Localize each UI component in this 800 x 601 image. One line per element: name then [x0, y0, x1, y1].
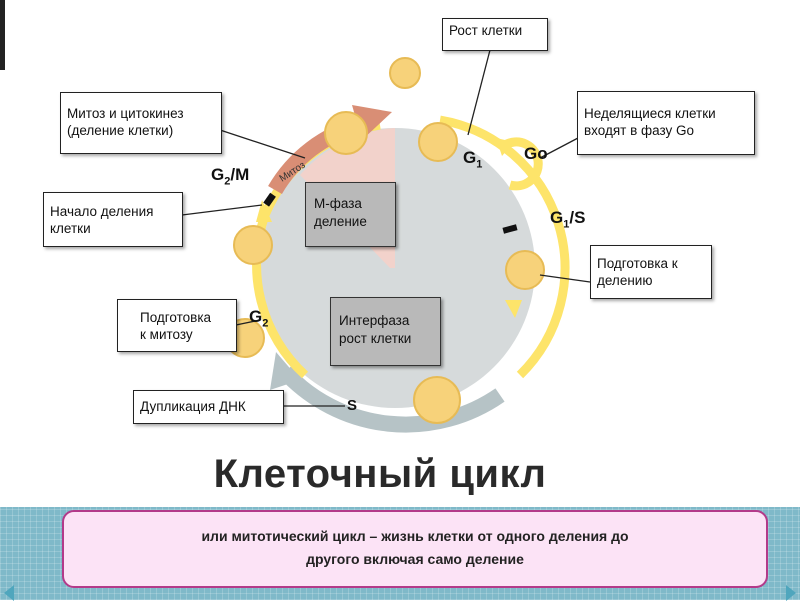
callout-prep-mitosis: Подготовка к митозу	[117, 299, 237, 352]
callout-prep-mitosis-line-2: к митозу	[140, 327, 193, 342]
callout-mitosis-line-1: Митоз и цитокинез	[67, 106, 184, 121]
forward-arrow-icon[interactable]	[786, 585, 796, 601]
g2m-mark: G2/M	[211, 165, 250, 188]
cell	[418, 122, 458, 162]
interphase-box-line-2: рост клетки	[339, 331, 412, 346]
back-arrow-icon[interactable]	[4, 585, 14, 601]
callout-prep-division: Подготовка к делению	[590, 245, 712, 299]
callout-prep-division-line-1: Подготовка к	[597, 256, 678, 271]
callout-dna-duplication: Дупликация ДНК	[133, 390, 284, 424]
leader-line	[235, 319, 261, 326]
ring-arrowhead-left	[256, 200, 272, 222]
ring-arrowhead-right	[505, 300, 522, 318]
callout-division-start-line-2: клетки	[50, 221, 91, 236]
m-phase-box: М-фаза деление	[305, 182, 396, 247]
checkpoint-g1s	[502, 224, 518, 234]
callout-growth-line: Рост клетки	[449, 23, 523, 38]
g1-mark: G1	[463, 148, 483, 171]
caption-box: или митотический цикл – жизнь клетки от …	[62, 510, 768, 588]
go-loop	[502, 137, 543, 191]
interphase-box-line-1: Интерфаза	[339, 313, 410, 328]
cell	[389, 57, 421, 89]
m-phase-box-line-2: деление	[314, 214, 367, 229]
leader-line	[539, 274, 591, 283]
callout-non-dividing-line-1: Неделящиеся клетки	[584, 106, 716, 121]
diagram-title: Клеточный цикл	[213, 452, 547, 496]
go-mark: Go	[524, 144, 548, 163]
caption-line-2: другого включая само деление	[306, 551, 524, 567]
m-phase-box-line-1: М-фаза	[314, 196, 362, 211]
callout-growth: Рост клетки	[442, 18, 548, 51]
callout-prep-mitosis-line-1: Подготовка	[140, 310, 212, 325]
callout-non-dividing: Неделящиеся клетки входят в фазу Go	[577, 91, 755, 155]
cell	[505, 250, 545, 290]
s-phase-arrowhead	[270, 352, 300, 390]
g2-mark: G2	[249, 307, 269, 330]
checkpoint-g2m	[263, 192, 276, 207]
leader-line	[219, 129, 306, 159]
callout-non-dividing-line-2: входят в фазу Go	[584, 123, 695, 138]
callout-division-start-line-1: Начало деления	[50, 204, 154, 219]
s-mark: S	[347, 397, 358, 414]
cell	[324, 111, 368, 155]
left-edge-marker	[0, 0, 5, 70]
callout-mitosis-cytokinesis: Митоз и цитокинез (деление клетки)	[60, 92, 222, 154]
s-phase-arc	[279, 366, 505, 433]
callout-prep-division-line-2: делению	[597, 273, 653, 288]
leader-lines	[181, 49, 591, 407]
cell	[233, 225, 273, 265]
leader-line	[539, 137, 579, 159]
leader-line	[467, 49, 491, 136]
leader-line	[181, 204, 263, 216]
cells	[225, 57, 545, 424]
cell	[413, 376, 461, 424]
go-loop-arrowhead	[496, 138, 514, 156]
interphase-box: Интерфаза рост клетки	[330, 297, 441, 366]
callout-division-start: Начало деления клетки	[43, 192, 183, 247]
callout-mitosis-line-2: (деление клетки)	[67, 123, 174, 138]
caption-line-1: или митотический цикл – жизнь клетки от …	[201, 528, 629, 544]
callout-dna-duplication-line: Дупликация ДНК	[140, 399, 246, 414]
g1s-mark: G1/S	[550, 208, 586, 231]
phase-ring-right	[439, 115, 570, 379]
